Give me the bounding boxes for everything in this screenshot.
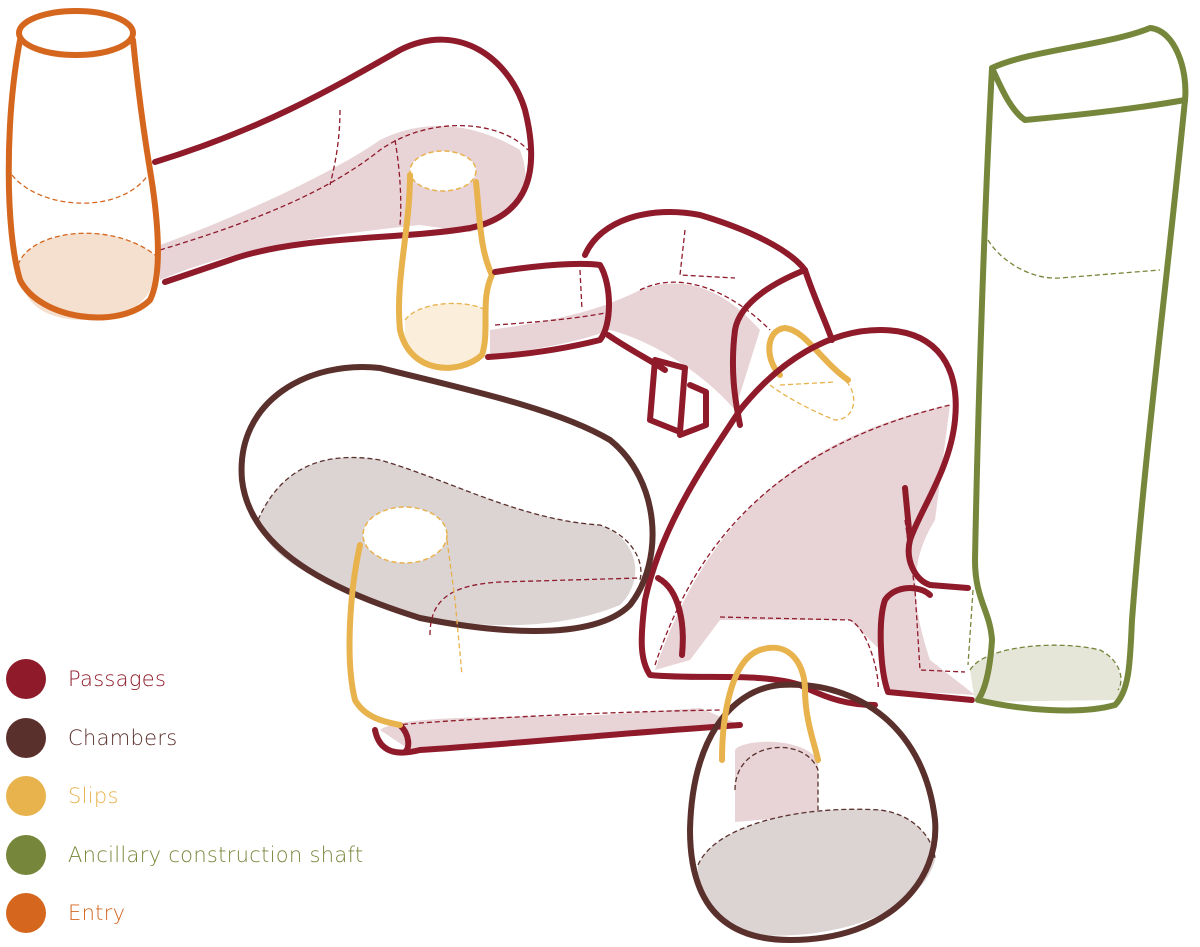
passages-swatch-icon — [6, 659, 46, 700]
legend-item-chambers: Chambers — [6, 709, 363, 768]
passage-middle-short — [485, 209, 835, 438]
passage-large-right — [638, 327, 975, 708]
legend-item-shaft: Ancillary construction shaft — [6, 826, 363, 885]
chamber-left — [238, 364, 656, 636]
shaft-swatch-icon — [6, 834, 46, 875]
passage-lower — [372, 708, 743, 756]
entry-shaft — [5, 8, 161, 321]
legend: Passages Chambers Slips Ancillary constr… — [6, 650, 363, 943]
legend-label: Passages — [68, 667, 167, 692]
legend-label: Entry — [68, 901, 126, 926]
legend-item-entry: Entry — [6, 884, 363, 943]
passage-upper — [152, 36, 535, 285]
entry-swatch-icon — [6, 893, 46, 934]
ancillary-construction-shaft — [967, 25, 1189, 714]
legend-item-passages: Passages — [6, 650, 363, 709]
chambers-swatch-icon — [6, 717, 46, 758]
legend-label: Ancillary construction shaft — [68, 842, 364, 867]
legend-label: Chambers — [68, 725, 178, 750]
chamber-bottom — [687, 644, 939, 943]
legend-item-slips: Slips — [6, 767, 363, 826]
slips-swatch-icon — [6, 776, 46, 817]
slip-right — [766, 325, 855, 421]
slip-upper — [395, 150, 495, 371]
slip-left — [346, 506, 463, 728]
legend-label: Slips — [68, 784, 119, 809]
